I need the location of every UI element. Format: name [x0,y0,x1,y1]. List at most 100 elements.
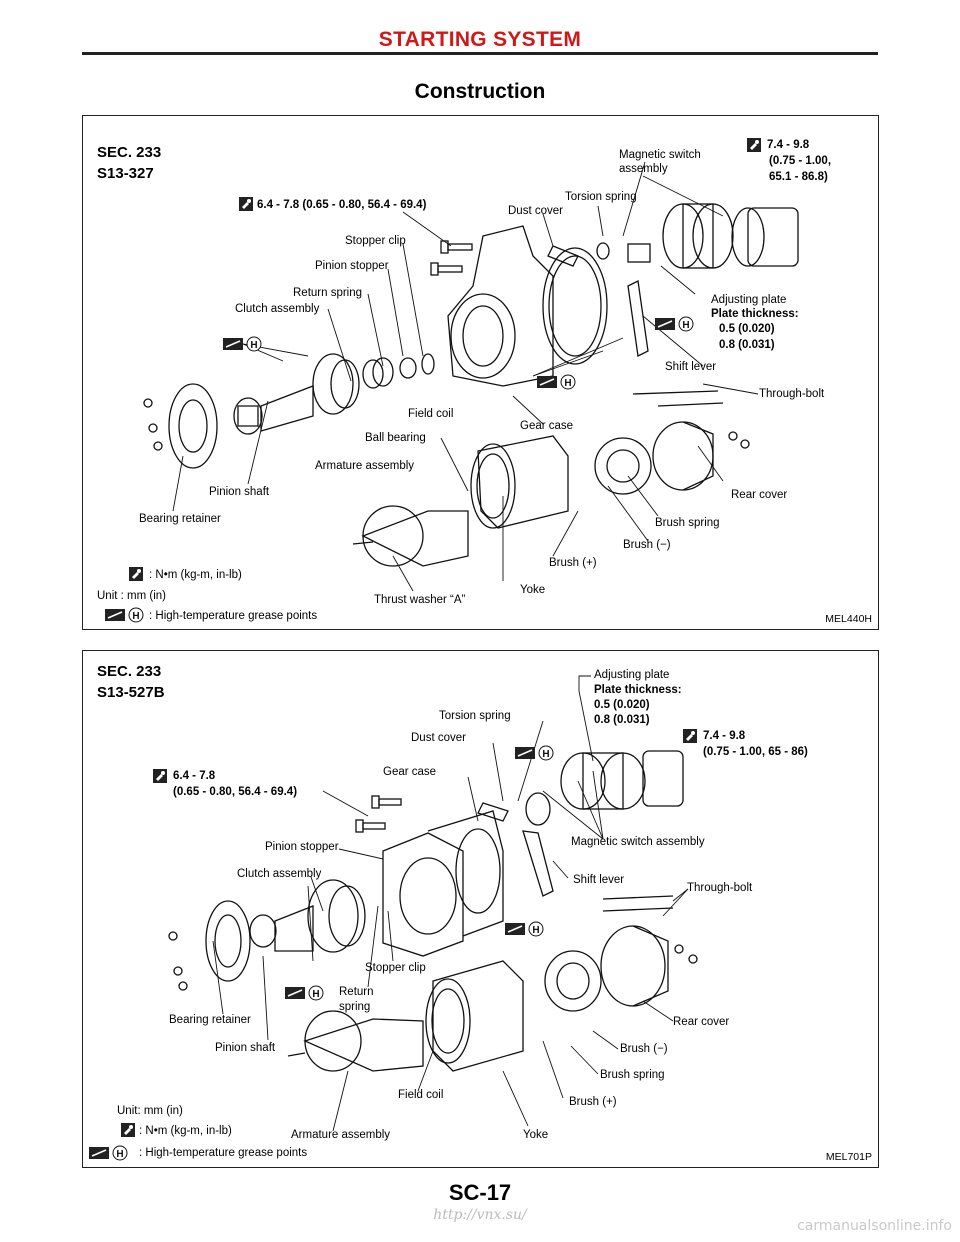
label-magnetic-switch-2: assembly [619,163,668,175]
label-shift-lever: Shift lever [665,361,717,373]
torque-wrench-icon [129,567,143,581]
figure-2-sec: SEC. 233 S13-527B [97,663,165,701]
svg-text:H: H [682,320,689,331]
label-pinion-shaft: Pinion shaft [209,486,270,498]
label-magnetic-switch: Magnetic switch [619,149,701,161]
label-torque-switch-3: 65.1 - 86.8) [769,171,828,183]
label-rear-cover: Rear cover [673,1016,730,1028]
legend-grease: : High-temperature grease points [139,1147,308,1159]
figure-1-sec: SEC. 233 S13-327 [97,144,162,182]
figure-2-code: MEL701P [825,1151,872,1163]
label-pinion-shaft: Pinion shaft [215,1042,276,1054]
label-pinion-stopper: Pinion stopper [315,260,389,272]
grease-point-icon: H [285,985,324,1001]
label-through-bolt: Through-bolt [759,388,825,400]
figure-1-panel: SEC. 233 S13-327 6.4 - 7.8 (0.65 - 0.80,… [82,115,879,630]
label-brush-minus: Brush (−) [623,539,671,551]
label-through-bolt: Through-bolt [687,882,753,894]
label-gear-case: Gear case [520,420,574,432]
label-clutch-assembly: Clutch assembly [235,303,320,315]
label-torque-switch-1: 7.4 - 9.8 [767,139,810,151]
legend-grease: : High-temperature grease points [149,610,318,622]
figure-2-panel: SEC. 233 S13-527B Adjusting plate Plate … [82,650,879,1168]
grease-point-icon: H [537,374,576,390]
label-bearing-retainer: Bearing retainer [139,513,221,525]
svg-text:H: H [312,989,319,1000]
label-torque-switch-2: (0.75 - 1.00, 65 - 86) [703,746,808,758]
svg-text:H: H [542,749,549,760]
label-rear-cover: Rear cover [731,489,788,501]
label-torque-bolt: 6.4 - 7.8 (0.65 - 0.80, 56.4 - 69.4) [257,199,427,211]
label-stopper-clip: Stopper clip [345,235,406,247]
label-brush-minus: Brush (−) [620,1043,668,1055]
torque-wrench-icon [153,769,167,783]
label-shift-lever: Shift lever [573,874,625,886]
label-armature-assembly: Armature assembly [291,1129,391,1141]
torque-wrench-icon [747,138,761,152]
svg-text:H: H [250,340,257,351]
section-title: Construction [414,80,546,103]
label-torsion-spring: Torsion spring [439,710,511,722]
watermark: carmanualsonline.info [797,1218,952,1234]
legend-torque: : N•m (kg-m, in-lb) [149,569,242,581]
figure-1-drawing [143,161,799,592]
label-dust-cover: Dust cover [411,732,466,744]
label-torque-switch-2: (0.75 - 1.00, [769,155,832,167]
label-yoke: Yoke [520,584,546,596]
figure-1-code: MEL440H [825,613,872,625]
label-torsion-spring: Torsion spring [565,191,637,203]
label-field-coil: Field coil [398,1089,444,1101]
label-torque-switch-1: 7.4 - 9.8 [703,730,746,742]
label-spring: spring [339,1001,371,1013]
label-ball-bearing: Ball bearing [365,432,426,444]
grease-point-icon: H [655,316,694,332]
label-plate-thickness: Plate thickness: [711,308,799,320]
svg-text:H: H [532,925,539,936]
label-field-coil: Field coil [408,408,454,420]
label-clutch-assembly: Clutch assembly [237,868,322,880]
label-return: Return [339,986,374,998]
torque-wrench-icon [121,1123,135,1137]
svg-text:H: H [116,1149,123,1160]
label-brush-spring: Brush spring [655,517,720,529]
label-adjusting-plate: Adjusting plate [594,669,670,681]
legend-unit: Unit: mm (in) [117,1105,183,1117]
svg-text:H: H [132,611,139,622]
grease-point-icon: H [505,921,544,937]
label-adjusting-plate: Adjusting plate [711,294,787,306]
figure-2-drawing [168,675,698,1132]
torque-wrench-icon [239,197,253,211]
label-thickness-1: 0.5 (0.020) [719,323,775,335]
grease-point-icon: H [105,607,144,623]
site-link[interactable]: http://vnx.su/ [433,1207,527,1223]
legend-unit: Unit : mm (in) [97,590,166,602]
label-dust-cover: Dust cover [508,205,563,217]
label-yoke: Yoke [523,1129,549,1141]
header-rule [82,52,878,55]
label-thickness-2: 0.8 (0.031) [594,714,650,726]
label-thickness-1: 0.5 (0.020) [594,699,650,711]
legend-torque: : N•m (kg-m, in-lb) [139,1125,232,1137]
label-thickness-2: 0.8 (0.031) [719,339,775,351]
label-pinion-stopper: Pinion stopper [265,841,339,853]
label-torque-bolt-1: 6.4 - 7.8 [173,770,216,782]
label-thrust-washer: Thrust washer “A” [374,594,466,606]
grease-point-icon: H [515,745,554,761]
label-return-spring: Return spring [293,287,363,299]
label-torque-bolt-2: (0.65 - 0.80, 56.4 - 69.4) [173,786,298,798]
torque-wrench-icon [683,729,697,743]
label-brush-spring: Brush spring [600,1069,665,1081]
label-armature-assembly: Armature assembly [315,460,415,472]
label-brush-plus: Brush (+) [569,1096,617,1108]
label-plate-thickness: Plate thickness: [594,684,682,696]
page-number: SC-17 [448,1180,512,1205]
svg-text:H: H [564,378,571,389]
label-stopper-clip: Stopper clip [365,962,426,974]
grease-point-icon: H [89,1145,128,1161]
label-gear-case: Gear case [383,766,437,778]
label-brush-plus: Brush (+) [549,557,597,569]
label-magnetic-switch: Magnetic switch assembly [571,836,705,848]
header-title: STARTING SYSTEM [378,28,582,51]
grease-point-icon: H [223,336,262,352]
label-bearing-retainer: Bearing retainer [169,1014,251,1026]
